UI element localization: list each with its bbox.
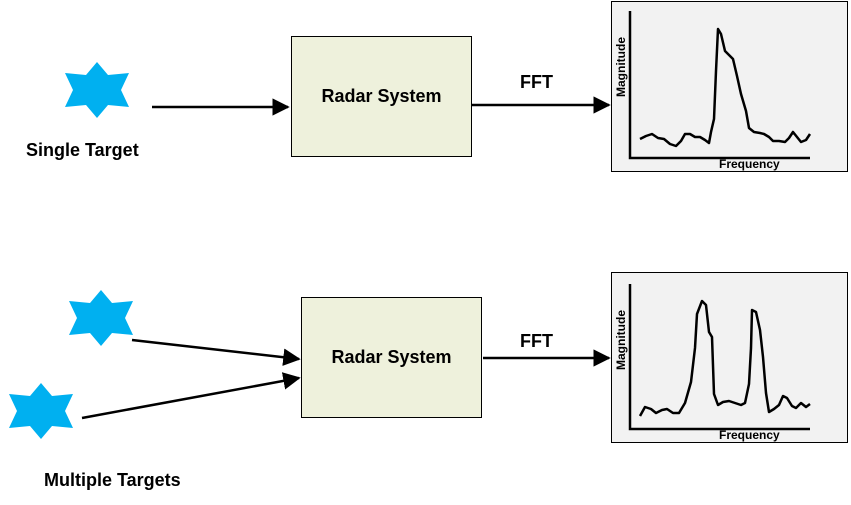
- spectrum-curve: [638, 299, 811, 417]
- radar-system-label: Radar System: [321, 86, 442, 106]
- single-target-label: Single Target: [26, 140, 139, 160]
- spectrum-single-svg: [628, 10, 811, 159]
- multiple-targets-label: Multiple Targets: [44, 470, 181, 490]
- target-star-icon: [9, 383, 73, 439]
- frequency-axis-label: Frequency: [719, 428, 780, 442]
- target-to-radar-arrow: [131, 338, 301, 366]
- axes: [628, 10, 810, 159]
- magnitude-axis-label: Magnitude: [614, 310, 628, 370]
- magnitude-axis-label: Magnitude: [614, 37, 628, 97]
- frequency-axis-label: Frequency: [719, 157, 780, 171]
- radar-system-label: Radar System: [331, 347, 452, 367]
- spectrum-plot-multiple: Magnitude Frequency: [611, 272, 848, 443]
- target-to-radar-arrow: [81, 372, 301, 420]
- target-star-icon: [65, 62, 129, 118]
- spectrum-plot-single: Magnitude Frequency: [611, 1, 848, 172]
- axes: [628, 283, 810, 430]
- spectrum-curve: [638, 27, 811, 147]
- fft-label: FFT: [520, 331, 553, 351]
- radar-system-box: Radar System: [291, 36, 472, 157]
- radar-system-box: Radar System: [301, 297, 482, 418]
- fft-label: FFT: [520, 72, 553, 92]
- target-star-icon: [69, 290, 133, 346]
- spectrum-multiple-svg: [628, 283, 811, 430]
